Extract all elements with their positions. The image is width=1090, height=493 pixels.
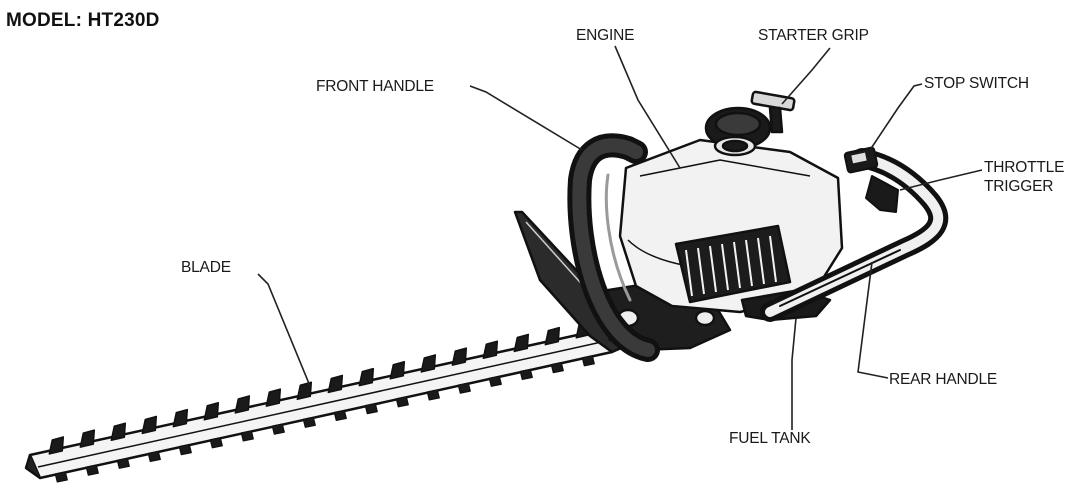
blade-tooth-lower: [581, 355, 595, 367]
label-engine: ENGINE: [576, 27, 635, 44]
blade-tooth: [513, 333, 530, 353]
label-rear-handle: REAR HANDLE: [889, 371, 998, 388]
label-stop-switch: STOP SWITCH: [924, 75, 1029, 92]
blade-tooth-lower: [364, 403, 378, 415]
blade-tooth: [48, 436, 65, 455]
blade-tooth-lower: [85, 464, 99, 476]
leader-front-handle: [469, 85, 583, 151]
blade-tooth-lower: [457, 382, 471, 394]
cooling-fin: [733, 241, 741, 289]
leader-throttle-trigger: [899, 169, 983, 191]
cooling-fin: [769, 235, 777, 283]
blade-drawing: [24, 320, 614, 483]
label-throttle-trigger-line1: THROTTLE: [984, 159, 1065, 176]
leader-lines: [257, 45, 983, 430]
blade-tooth-lower: [519, 368, 533, 381]
blade-tooth: [110, 422, 127, 442]
cooling-fin: [709, 245, 717, 293]
blade-teeth: [48, 320, 595, 483]
leader-blade: [257, 273, 311, 387]
blade-tooth: [296, 381, 313, 401]
leader-engine: [614, 45, 681, 169]
blade-tooth-lower: [116, 457, 130, 469]
throttle-trigger: [865, 175, 899, 213]
blade-tooth-lower: [488, 375, 502, 387]
leader-stop-switch: [869, 83, 923, 151]
front-handle-drawing: [567, 133, 660, 362]
blade-tooth-lower: [54, 471, 68, 483]
leader-rear-handle: [857, 261, 889, 379]
label-front-handle: FRONT HANDLE: [316, 78, 434, 95]
blade-tooth: [544, 326, 561, 346]
blade-tooth: [79, 429, 96, 448]
leader-starter-grip: [781, 47, 831, 105]
model-title: MODEL: HT230D: [6, 10, 160, 31]
blade-tooth: [358, 367, 375, 387]
blade-tooth: [141, 415, 158, 435]
starter-grip-drawing: [750, 90, 796, 134]
blade-tooth: [203, 402, 220, 421]
blade-tooth-lower: [271, 423, 285, 435]
blade-tooth: [482, 340, 499, 360]
cooling-fin: [697, 247, 705, 295]
blade-tooth-lower: [240, 430, 254, 442]
blade-tooth-lower: [395, 396, 409, 408]
blade-tooth: [265, 388, 282, 407]
cooling-fin: [745, 239, 753, 287]
blade-tooth-lower: [209, 437, 223, 449]
label-fuel-tank: FUEL TANK: [729, 430, 811, 447]
blade-tooth-lower: [333, 409, 347, 422]
blade-tooth-lower: [178, 444, 192, 456]
blade-tip: [24, 454, 41, 480]
blade-tooth-lower: [147, 450, 161, 463]
cooling-fin: [685, 249, 693, 297]
blade-tooth-lower: [302, 416, 316, 428]
blade-tooth-lower: [426, 389, 440, 401]
blade-centerline: [37, 340, 607, 468]
blade-tooth: [234, 395, 251, 414]
cooling-fin: [721, 243, 729, 291]
blade-tooth: [389, 361, 406, 380]
label-starter-grip: STARTER GRIP: [758, 27, 869, 44]
blade-tooth: [451, 347, 468, 366]
rear-handle-drawing: [760, 146, 949, 322]
blade-tooth-lower: [550, 362, 564, 374]
leader-fuel-tank: [791, 317, 797, 430]
label-throttle-trigger-line2: TRIGGER: [984, 178, 1054, 195]
cooling-fin: [757, 237, 765, 285]
blade-tooth: [172, 408, 189, 428]
cylinder-fins: [674, 224, 792, 304]
blade-tooth: [327, 374, 344, 394]
blade-tooth: [420, 354, 437, 373]
label-blade: BLADE: [181, 259, 231, 276]
